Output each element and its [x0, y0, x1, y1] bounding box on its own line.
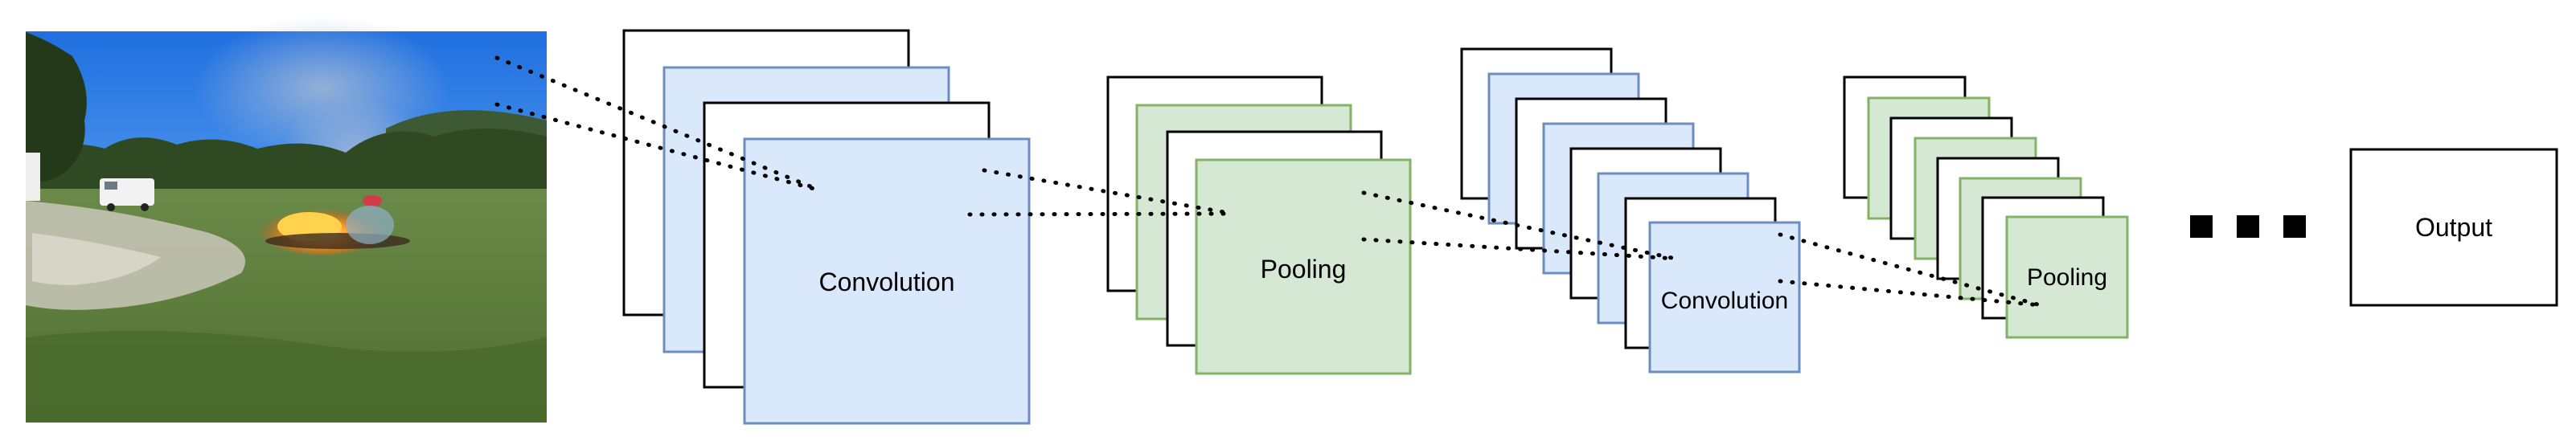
conv-layer-1: Convolution — [622, 29, 1031, 425]
ellipsis-square — [2283, 215, 2306, 238]
feature-map — [2005, 215, 2129, 339]
output-box: Output — [2349, 148, 2558, 307]
pool-layer-1: Pooling — [1106, 76, 1412, 375]
ellipsis-square — [2237, 215, 2259, 238]
pool-layer-2: Pooling — [1843, 76, 2129, 339]
conv1-label: Convolution — [819, 267, 955, 296]
connector-line — [1778, 232, 2043, 308]
connector-line — [494, 102, 822, 193]
feature-map — [1648, 221, 1801, 374]
connector-lines — [494, 55, 2043, 308]
feature-map — [743, 137, 1031, 425]
pool2-label: Pooling — [2027, 264, 2107, 291]
connector-line — [1361, 190, 1678, 261]
pool1-label: Pooling — [1261, 255, 1347, 284]
connector-line — [1778, 279, 2043, 308]
conv2-label: Convolution — [1661, 288, 1788, 314]
ellipsis-squares — [2190, 215, 2306, 238]
conv-layer-2: Convolution — [1460, 47, 1801, 374]
output-label: Output — [2415, 213, 2492, 242]
connector-line — [494, 55, 822, 193]
input-image — [26, 16, 547, 423]
ellipsis-square — [2190, 215, 2213, 238]
connector-line — [1361, 237, 1678, 261]
